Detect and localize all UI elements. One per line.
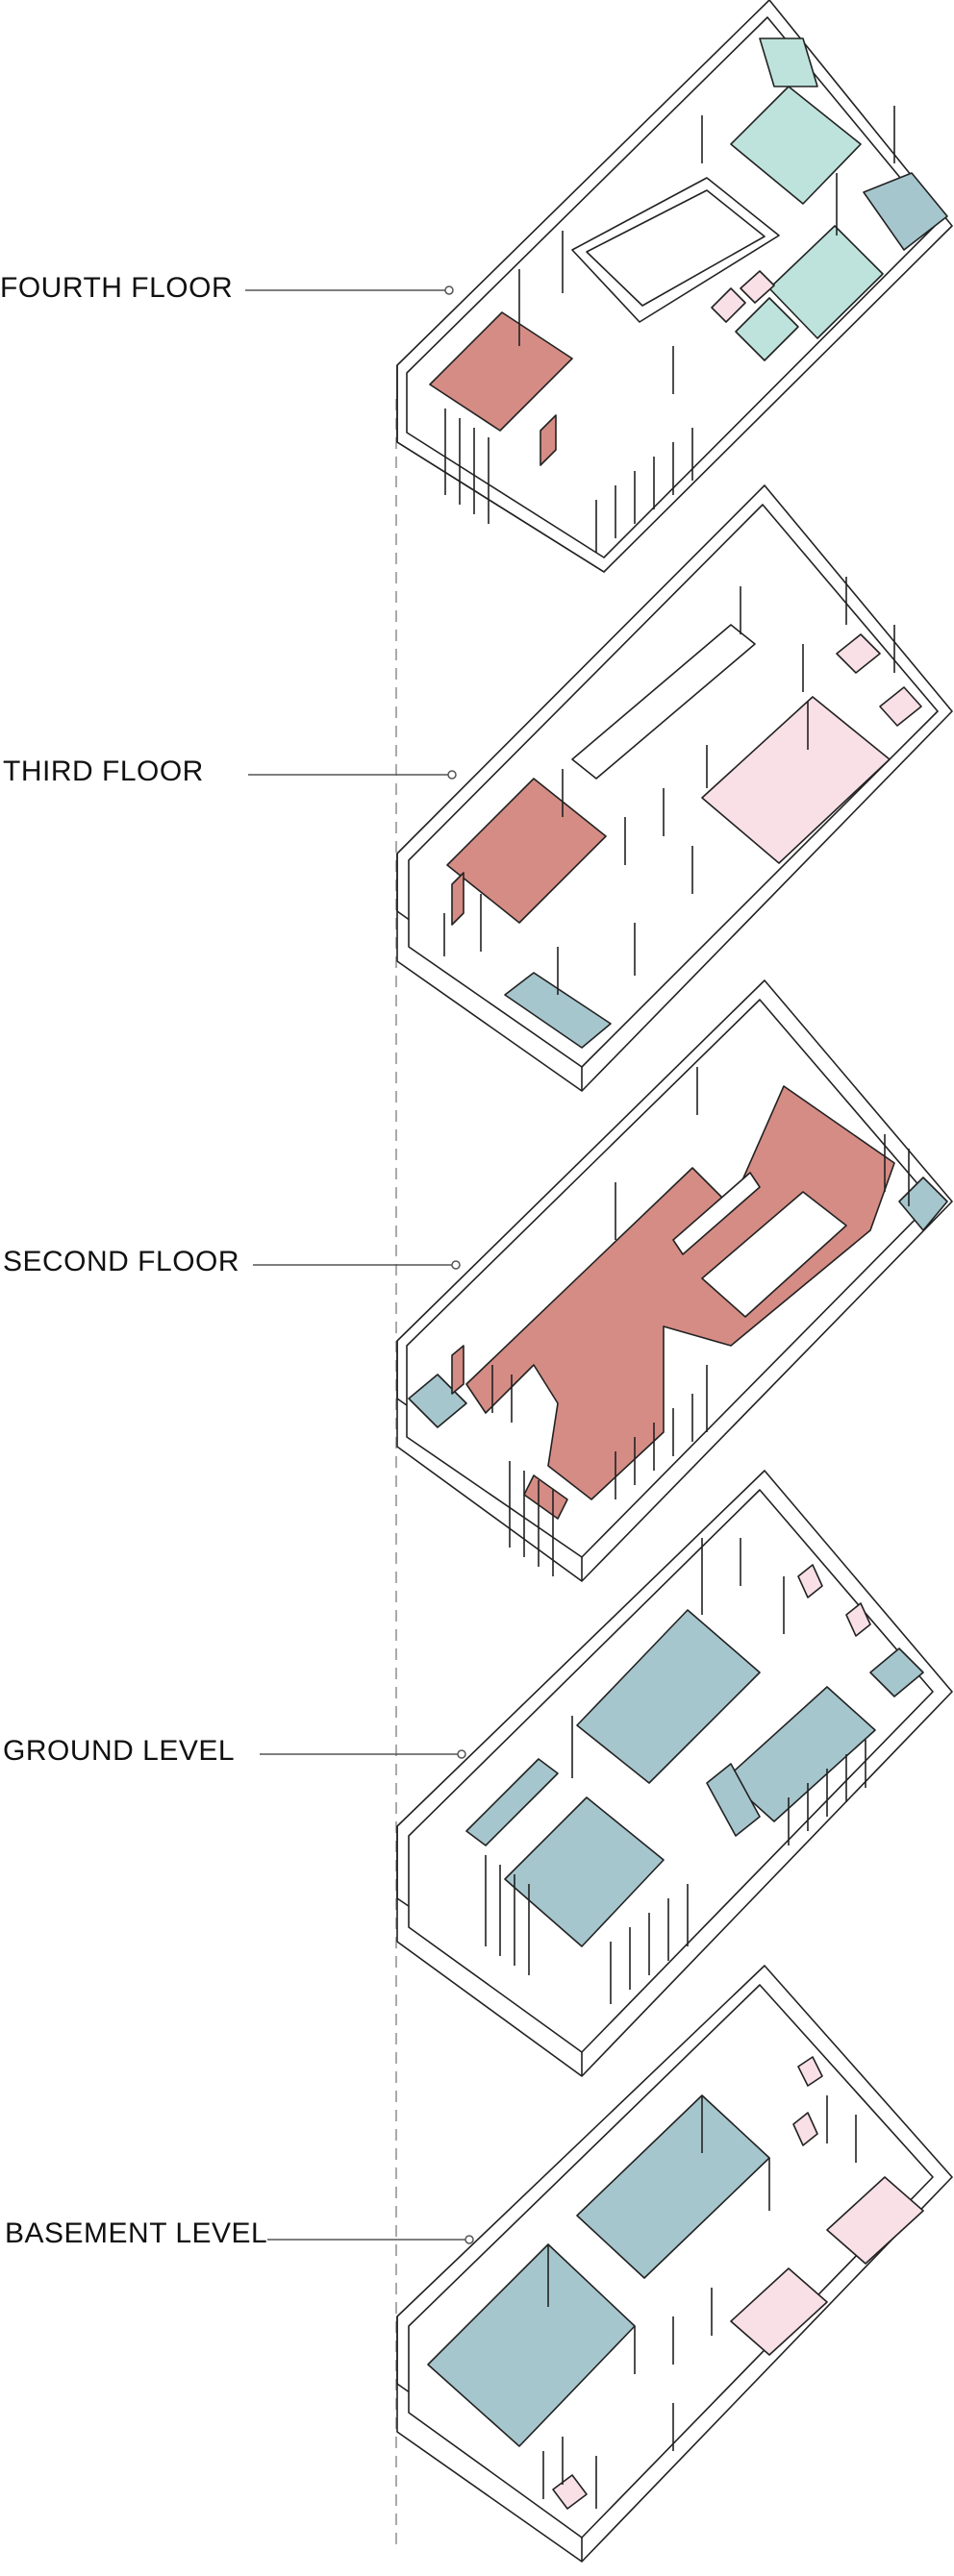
fourth-floor-mint-room-c (759, 37, 818, 87)
third-floor-model (396, 484, 953, 1092)
fourth-floor-pink-cell (711, 287, 746, 323)
ground-level-blue-room-b (504, 1796, 665, 1947)
ground-level-model (396, 1470, 953, 2077)
ground-level-blue-room-a (576, 1609, 761, 1784)
third-floor-pink-room (701, 696, 891, 864)
ground-level-blue-room-e (706, 1763, 761, 1837)
fourth-floor-blue-room (863, 172, 948, 251)
second-floor-blue-room-2 (898, 1177, 948, 1231)
label-fourth-floor: FOURTH FLOOR (0, 272, 234, 304)
third-floor-corridor (571, 624, 756, 780)
basement-level-pink-cell (797, 2056, 823, 2087)
basement-level-pink-cell-3 (552, 2474, 588, 2510)
fourth-floor-red-room (429, 311, 573, 432)
second-floor-red-strip (523, 1474, 568, 1520)
second-floor-void (672, 1172, 761, 1255)
label-basement-level: BASEMENT LEVEL (5, 2217, 268, 2249)
second-floor-model (396, 979, 953, 1582)
third-floor-pink-cell (836, 633, 881, 674)
ground-level-pink-cell (797, 1564, 823, 1598)
third-floor-red-door (451, 872, 464, 926)
third-floor-inner-wall (408, 504, 939, 1068)
fourth-floor-model (396, 0, 953, 573)
ground-level-pink-cell-2 (845, 1602, 871, 1637)
basement-level-pink-cell-2 (792, 2112, 818, 2146)
third-floor-pink-cell-2 (879, 686, 922, 727)
second-floor-red-door (451, 1345, 464, 1395)
fourth-floor-pink-cell-2 (740, 270, 775, 304)
basement-level-walls (542, 2095, 857, 2509)
fourth-floor-mint-room-b (768, 225, 884, 339)
fourth-floor-red-door (540, 414, 557, 466)
fourth-floor-glazing (444, 106, 895, 553)
second-floor-glazing (491, 1067, 910, 1576)
ground-level-blue-room-f (869, 1647, 924, 1697)
label-third-floor: THIRD FLOOR (3, 755, 204, 787)
leader-lines (245, 285, 474, 2244)
third-floor-red-room (446, 778, 607, 924)
ground-level-inner-wall (408, 1489, 934, 2053)
basement-level-pink-room-b (826, 2176, 924, 2265)
basement-level-model (396, 1965, 953, 2563)
ground-level-glazing (485, 1538, 866, 2004)
label-ground-level: GROUND LEVEL (3, 1735, 236, 1767)
second-floor-blue-room (408, 1374, 467, 1428)
ground-level-blue-room-d (465, 1758, 559, 1846)
second-floor-atrium (701, 1191, 847, 1318)
basement-level-pink-room-a (730, 2267, 828, 2356)
ground-level-blue-room-c (725, 1686, 876, 1822)
fourth-floor-mint-room-a (730, 86, 862, 205)
third-floor-walls (443, 577, 895, 995)
fourth-floor-mint-room-d (735, 297, 799, 361)
second-floor-red-floor (465, 1085, 895, 1500)
third-floor-blue-room (504, 972, 612, 1049)
label-second-floor: SECOND FLOOR (3, 1246, 240, 1277)
